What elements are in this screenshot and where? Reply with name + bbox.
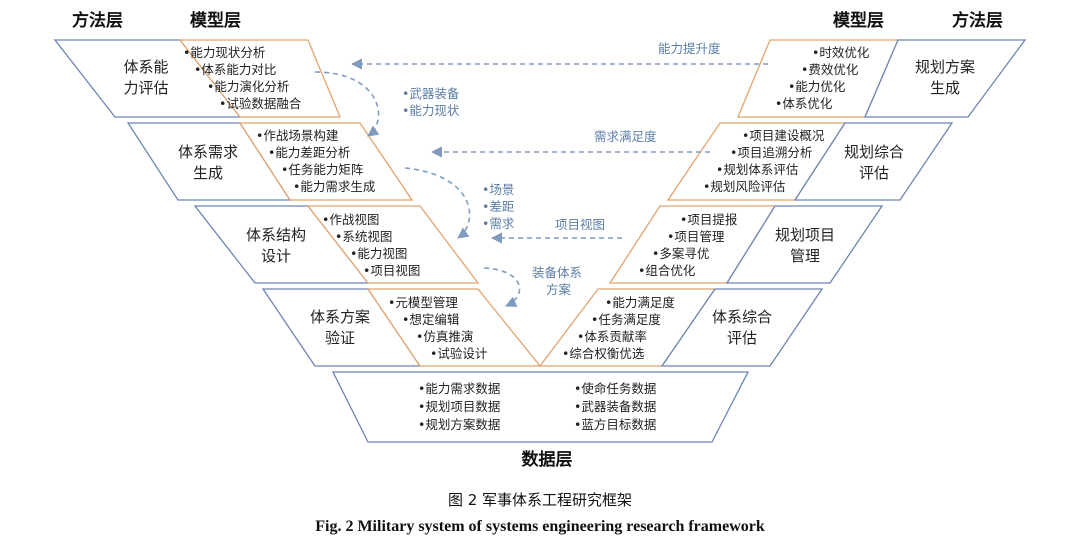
- left-model-4-item-2: •想定编辑: [402, 312, 459, 327]
- right-method-3-line-2: 管理: [790, 247, 820, 265]
- right-method-box-2: [793, 122, 954, 201]
- data-item-right-1: •使命任务数据: [574, 381, 656, 396]
- arrow-curve-2-label-1: •场景: [482, 182, 514, 197]
- left-model-2-item-3: •任务能力矩阵: [281, 162, 364, 177]
- header-right-model: 模型层: [833, 10, 884, 31]
- arrow-curve-3-label-2: 方案: [546, 282, 572, 297]
- left-model-box-3: [306, 205, 480, 284]
- data-layer-title: 数据层: [522, 449, 573, 470]
- right-method-box-4: [660, 288, 824, 367]
- right-model-4-item-4: •综合权衡优选: [562, 346, 645, 361]
- left-method-2-line-1: 体系需求: [178, 143, 238, 161]
- left-model-1-item-4: •试验数据融合: [219, 96, 302, 111]
- arrow-label-capability-improvement: 能力提升度: [658, 41, 721, 56]
- left-model-3-item-4: •项目视图: [363, 263, 420, 278]
- header-right-method: 方法层: [952, 10, 1003, 31]
- right-method-2-line-1: 规划综合: [844, 143, 904, 161]
- right-method-box-1: [864, 39, 1027, 118]
- right-method-box-3: [725, 205, 884, 284]
- left-method-4-line-1: 体系方案: [310, 308, 370, 326]
- caption-english: Fig. 2 Military system of systems engine…: [315, 518, 765, 535]
- data-layer-box: [331, 371, 750, 443]
- left-method-1-line-1: 体系能: [123, 58, 168, 76]
- left-model-4-item-3: •仿真推演: [416, 329, 473, 344]
- right-model-3-item-1: •项目提报: [680, 212, 738, 227]
- right-method-1-line-2: 生成: [930, 79, 960, 97]
- right-model-4-item-3: •体系贡献率: [577, 329, 647, 344]
- arrow-curve-3: [483, 267, 521, 307]
- right-model-4-item-2: •任务满足度: [591, 312, 661, 327]
- right-model-2-item-1: •项目建设概况: [742, 128, 825, 143]
- right-model-3-item-2: •项目管理: [667, 229, 725, 244]
- data-item-right-2: •武器装备数据: [574, 399, 656, 414]
- data-item-left-2: •规划项目数据: [418, 399, 500, 414]
- arrow-curve-1-label-2: •能力现状: [402, 103, 460, 118]
- arrow-label-project-view: 项目视图: [555, 217, 605, 232]
- left-model-box-1: [178, 39, 341, 118]
- right-model-3-item-3: •多案寻优: [652, 246, 709, 261]
- left-model-3-item-3: •能力视图: [350, 246, 407, 261]
- left-model-4-item-4: •试验设计: [430, 346, 487, 361]
- left-model-1-item-2: •体系能力对比: [194, 62, 276, 77]
- left-model-box-2: [238, 122, 414, 201]
- arrow-curve-2-label-2: •差距: [482, 199, 514, 214]
- left-model-2-item-2: •能力差距分析: [268, 145, 350, 160]
- left-model-1-item-1: •能力现状分析: [183, 45, 265, 60]
- right-model-1-item-2: •费效优化: [801, 62, 859, 77]
- data-item-left-3: •规划方案数据: [418, 417, 500, 432]
- right-model-1-item-4: •体系优化: [775, 96, 833, 111]
- left-model-4-item-1: •元模型管理: [388, 295, 458, 310]
- left-method-3-line-1: 体系结构: [246, 226, 306, 244]
- left-model-3-item-2: •系统视图: [335, 229, 392, 244]
- right-model-3-item-4: •组合优化: [638, 263, 696, 278]
- left-method-2-line-2: 生成: [193, 164, 223, 182]
- arrow-label-requirement-satisfaction: 需求满足度: [594, 129, 657, 144]
- left-model-1-item-3: •能力演化分析: [207, 79, 289, 94]
- data-item-left-1: •能力需求数据: [418, 381, 500, 396]
- right-method-4-line-1: 体系综合: [712, 308, 772, 326]
- data-item-right-3: •蓝方目标数据: [574, 417, 656, 432]
- header-left-model: 模型层: [190, 10, 241, 31]
- arrow-curve-1-label-1: •武器装备: [402, 86, 460, 101]
- right-method-3-line-1: 规划项目: [775, 226, 835, 244]
- right-model-2-item-4: •规划风险评估: [703, 179, 785, 194]
- arrow-curve-3-label-1: 装备体系: [532, 265, 582, 280]
- right-model-2-item-3: •规划体系评估: [716, 162, 798, 177]
- header-left-method: 方法层: [72, 10, 123, 31]
- arrow-curve-1: [314, 71, 380, 137]
- right-method-1-line-1: 规划方案: [915, 58, 975, 76]
- right-model-1-item-3: •能力优化: [788, 79, 846, 94]
- right-method-2-line-2: 评估: [859, 164, 889, 182]
- left-model-2-item-4: •能力需求生成: [293, 179, 375, 194]
- right-model-1-item-1: •时效优化: [812, 45, 870, 60]
- left-method-4-line-2: 验证: [325, 329, 355, 347]
- arrow-curve-2-label-3: •需求: [482, 216, 515, 231]
- left-model-3-item-1: •作战视图: [322, 212, 379, 227]
- left-method-3-line-2: 设计: [261, 247, 291, 265]
- left-model-2-item-1: •作战场景构建: [256, 128, 339, 143]
- left-method-1-line-2: 力评估: [123, 79, 168, 97]
- right-model-4-item-1: •能力满足度: [605, 295, 675, 310]
- right-method-4-line-2: 评估: [727, 329, 757, 347]
- caption-chinese: 图 2 军事体系工程研究框架: [448, 491, 632, 509]
- right-model-2-item-2: •项目追溯分析: [730, 145, 812, 160]
- arrow-curve-2: [404, 167, 471, 239]
